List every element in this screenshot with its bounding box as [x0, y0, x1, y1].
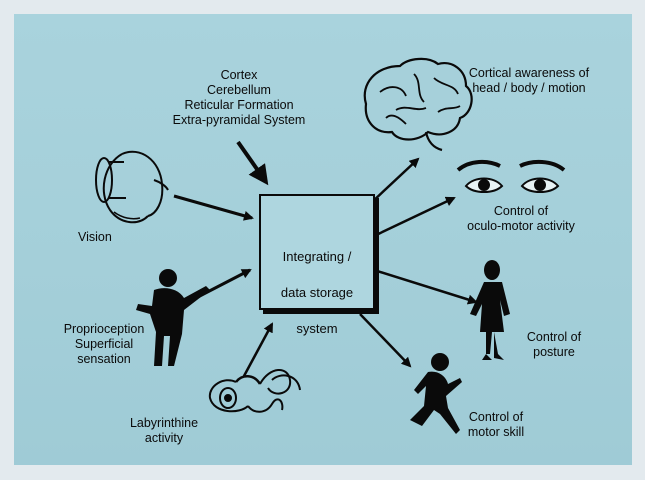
- motor-skill-label: Control of motor skill: [456, 410, 536, 440]
- arrow-vision-input: [173, 194, 254, 221]
- arrow-cortical-output: [371, 157, 420, 203]
- brain-icon: [363, 57, 473, 152]
- arrow-oculomotor-output: [373, 196, 456, 238]
- top-input-reticular-formation: Reticular Formation: [184, 98, 294, 112]
- eye-anatomy-icon: [95, 150, 169, 224]
- cortical-awareness-line-1: Cortical awareness of: [468, 66, 590, 80]
- eyes-icon: [456, 159, 566, 193]
- labyrinthine-label: Labyrinthine activity: [114, 416, 214, 446]
- gesturing-man-icon: [136, 269, 210, 366]
- cortical-awareness-label: Cortical awareness of head / body / moti…: [454, 66, 604, 96]
- proprioception-line-2: Superficial: [74, 337, 134, 351]
- top-input-cortex: Cortex: [220, 68, 258, 82]
- center-line-3: system: [296, 321, 338, 336]
- center-line-2: data storage: [280, 285, 354, 300]
- oculomotor-label: Control of oculo-motor activity: [446, 204, 596, 234]
- labyrinthine-line-2: activity: [144, 431, 184, 445]
- arrow-top-input: [236, 140, 269, 186]
- arrow-motorskill-output: [359, 313, 412, 368]
- posture-label: Control of posture: [514, 330, 594, 360]
- diagram-slide: Cortex Cerebellum Reticular Formation Ex…: [14, 14, 632, 465]
- integrating-system-label: Integrating / data storage system: [261, 230, 373, 356]
- proprioception-line-1: Proprioception: [63, 322, 145, 336]
- oculomotor-line-1: Control of: [493, 204, 549, 218]
- standing-woman-icon: [470, 260, 510, 360]
- arrow-posture-output: [373, 268, 478, 305]
- diagram-graphics: [95, 57, 566, 434]
- posture-line-1: Control of: [526, 330, 582, 344]
- proprioception-label: Proprioception Superficial sensation: [44, 322, 164, 367]
- top-input-extrapyramidal-system: Extra-pyramidal System: [172, 113, 306, 127]
- running-figure-icon: [410, 353, 462, 434]
- vision-label: Vision: [78, 230, 112, 244]
- center-line-1: Integrating /: [282, 249, 352, 264]
- inner-ear-icon: [208, 369, 301, 413]
- labyrinthine-line-1: Labyrinthine: [129, 416, 199, 430]
- cortical-awareness-line-2: head / body / motion: [472, 81, 586, 95]
- top-inputs-label: Cortex Cerebellum Reticular Formation Ex…: [164, 68, 314, 128]
- motor-skill-line-2: motor skill: [467, 425, 525, 439]
- motor-skill-line-1: Control of: [468, 410, 524, 424]
- proprioception-line-3: sensation: [77, 352, 131, 366]
- arrow-labyrinthine-input: [242, 322, 274, 377]
- integrating-system-box: Integrating / data storage system: [259, 194, 375, 336]
- oculomotor-line-2: oculo-motor activity: [467, 219, 575, 233]
- top-input-cerebellum: Cerebellum: [207, 83, 271, 97]
- posture-line-2: posture: [533, 345, 575, 359]
